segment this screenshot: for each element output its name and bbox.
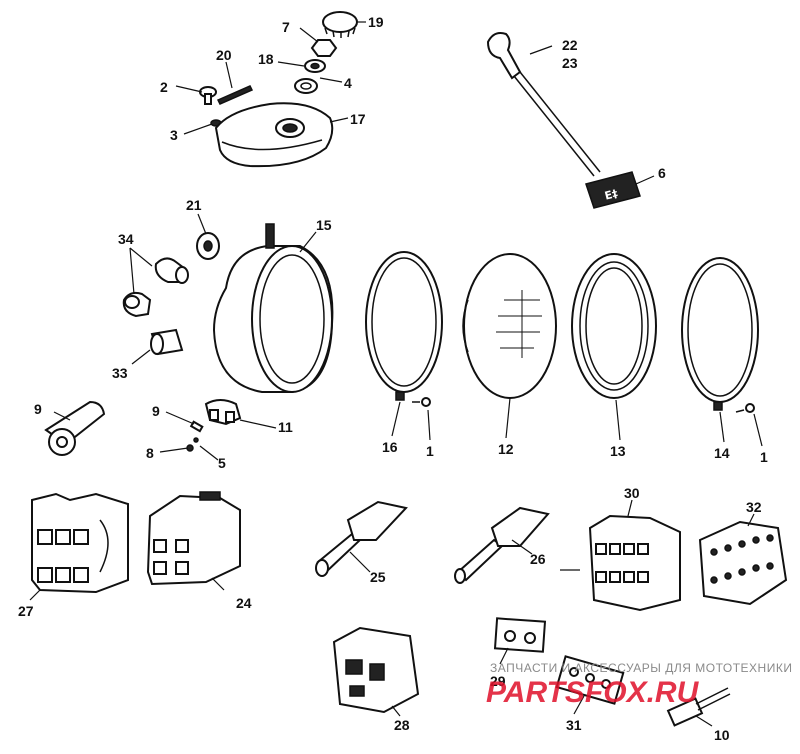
callout-34: 34 [118,231,134,247]
part-bracket [204,399,242,426]
callout-6: 6 [658,165,666,181]
callout-11: 11 [278,419,293,435]
callout-13: 13 [610,443,626,459]
part-washer [304,59,326,73]
part-switch-rod [486,32,601,177]
callout-9-screw: 9 [152,403,160,419]
part-connector-plug-12pin [698,520,788,606]
callout-12: 12 [498,441,514,457]
part-grommet [294,78,318,94]
part-small-lockwasher [193,437,199,443]
callout-17: 17 [350,111,366,127]
callout-14: 14 [714,445,730,461]
part-sealed-beam-lamp [462,253,557,399]
part-screw [199,86,217,105]
callout-1-left: 1 [426,443,434,459]
part-fitting-upper [154,257,189,284]
callout-31: 31 [566,717,582,733]
part-cap [322,11,358,38]
callout-labels: 19 7 20 18 2 4 17 3 22 23 6 21 15 34 33 … [18,14,768,743]
callout-19: 19 [368,14,384,30]
callout-4: 4 [344,75,352,91]
callout-8: 8 [146,445,154,461]
part-terminal-plate-2hole [493,617,547,653]
callout-23: 23 [562,55,578,71]
watermark: ЗАПЧАСТИ И АКСЕССУАРЫ ДЛЯ МОТОТЕХНИКИ PA… [486,661,792,709]
callout-1-right: 1 [760,449,768,465]
part-connector-housing-12pin [588,514,681,612]
part-terminal-plate-3hole [555,655,625,705]
callout-30: 30 [624,485,640,501]
part-mounting-ring [571,253,657,399]
callout-9-terminal: 9 [34,401,42,417]
part-lamp-grommet [196,232,220,260]
part-bushing [150,328,184,356]
callout-21: 21 [186,197,202,213]
callout-22: 22 [562,37,578,53]
callout-28: 28 [394,717,410,733]
callout-25: 25 [370,569,386,585]
callout-10: 10 [714,727,730,743]
callout-24: 24 [236,595,252,611]
part-headlamp-housing [212,223,334,393]
watermark-tagline: ЗАПЧАСТИ И АКСЕССУАРЫ ДЛЯ МОТОТЕХНИКИ [490,661,792,675]
part-wire-connector [666,687,731,727]
part-connector-female-6pin [31,492,129,594]
part-fitting-lower [122,291,152,318]
callout-33: 33 [112,365,128,381]
watermark-logo: PARTSFOX.RU [486,676,700,709]
part-socket-terminal [454,506,550,584]
callout-29: 29 [490,673,506,689]
part-nacelle-cover [214,102,334,168]
part-ring-screw-b [735,403,755,413]
part-pin-terminal [315,500,408,577]
callout-15: 15 [316,217,332,233]
part-nut [310,39,338,57]
part-retaining-ring-inner [365,251,443,401]
part-decal: E‡ [585,171,641,209]
callout-18: 18 [258,51,274,67]
part-connector-male-6pin [146,491,241,586]
part-clip [216,85,254,105]
callout-3: 3 [170,127,178,143]
callout-5: 5 [218,455,226,471]
part-connector-4pin [332,626,420,714]
leader-lines [29,21,763,727]
part-ring-screw-a [412,397,431,407]
callout-32: 32 [746,499,762,515]
part-trim-ring [681,257,759,411]
callout-20: 20 [216,47,232,63]
callout-2: 2 [160,79,168,95]
callout-26: 26 [530,551,546,567]
part-ring-terminal [44,400,106,456]
callout-27: 27 [18,603,34,619]
callout-7: 7 [282,19,290,35]
callout-16: 16 [382,439,398,455]
svg-text:E‡: E‡ [603,187,619,203]
